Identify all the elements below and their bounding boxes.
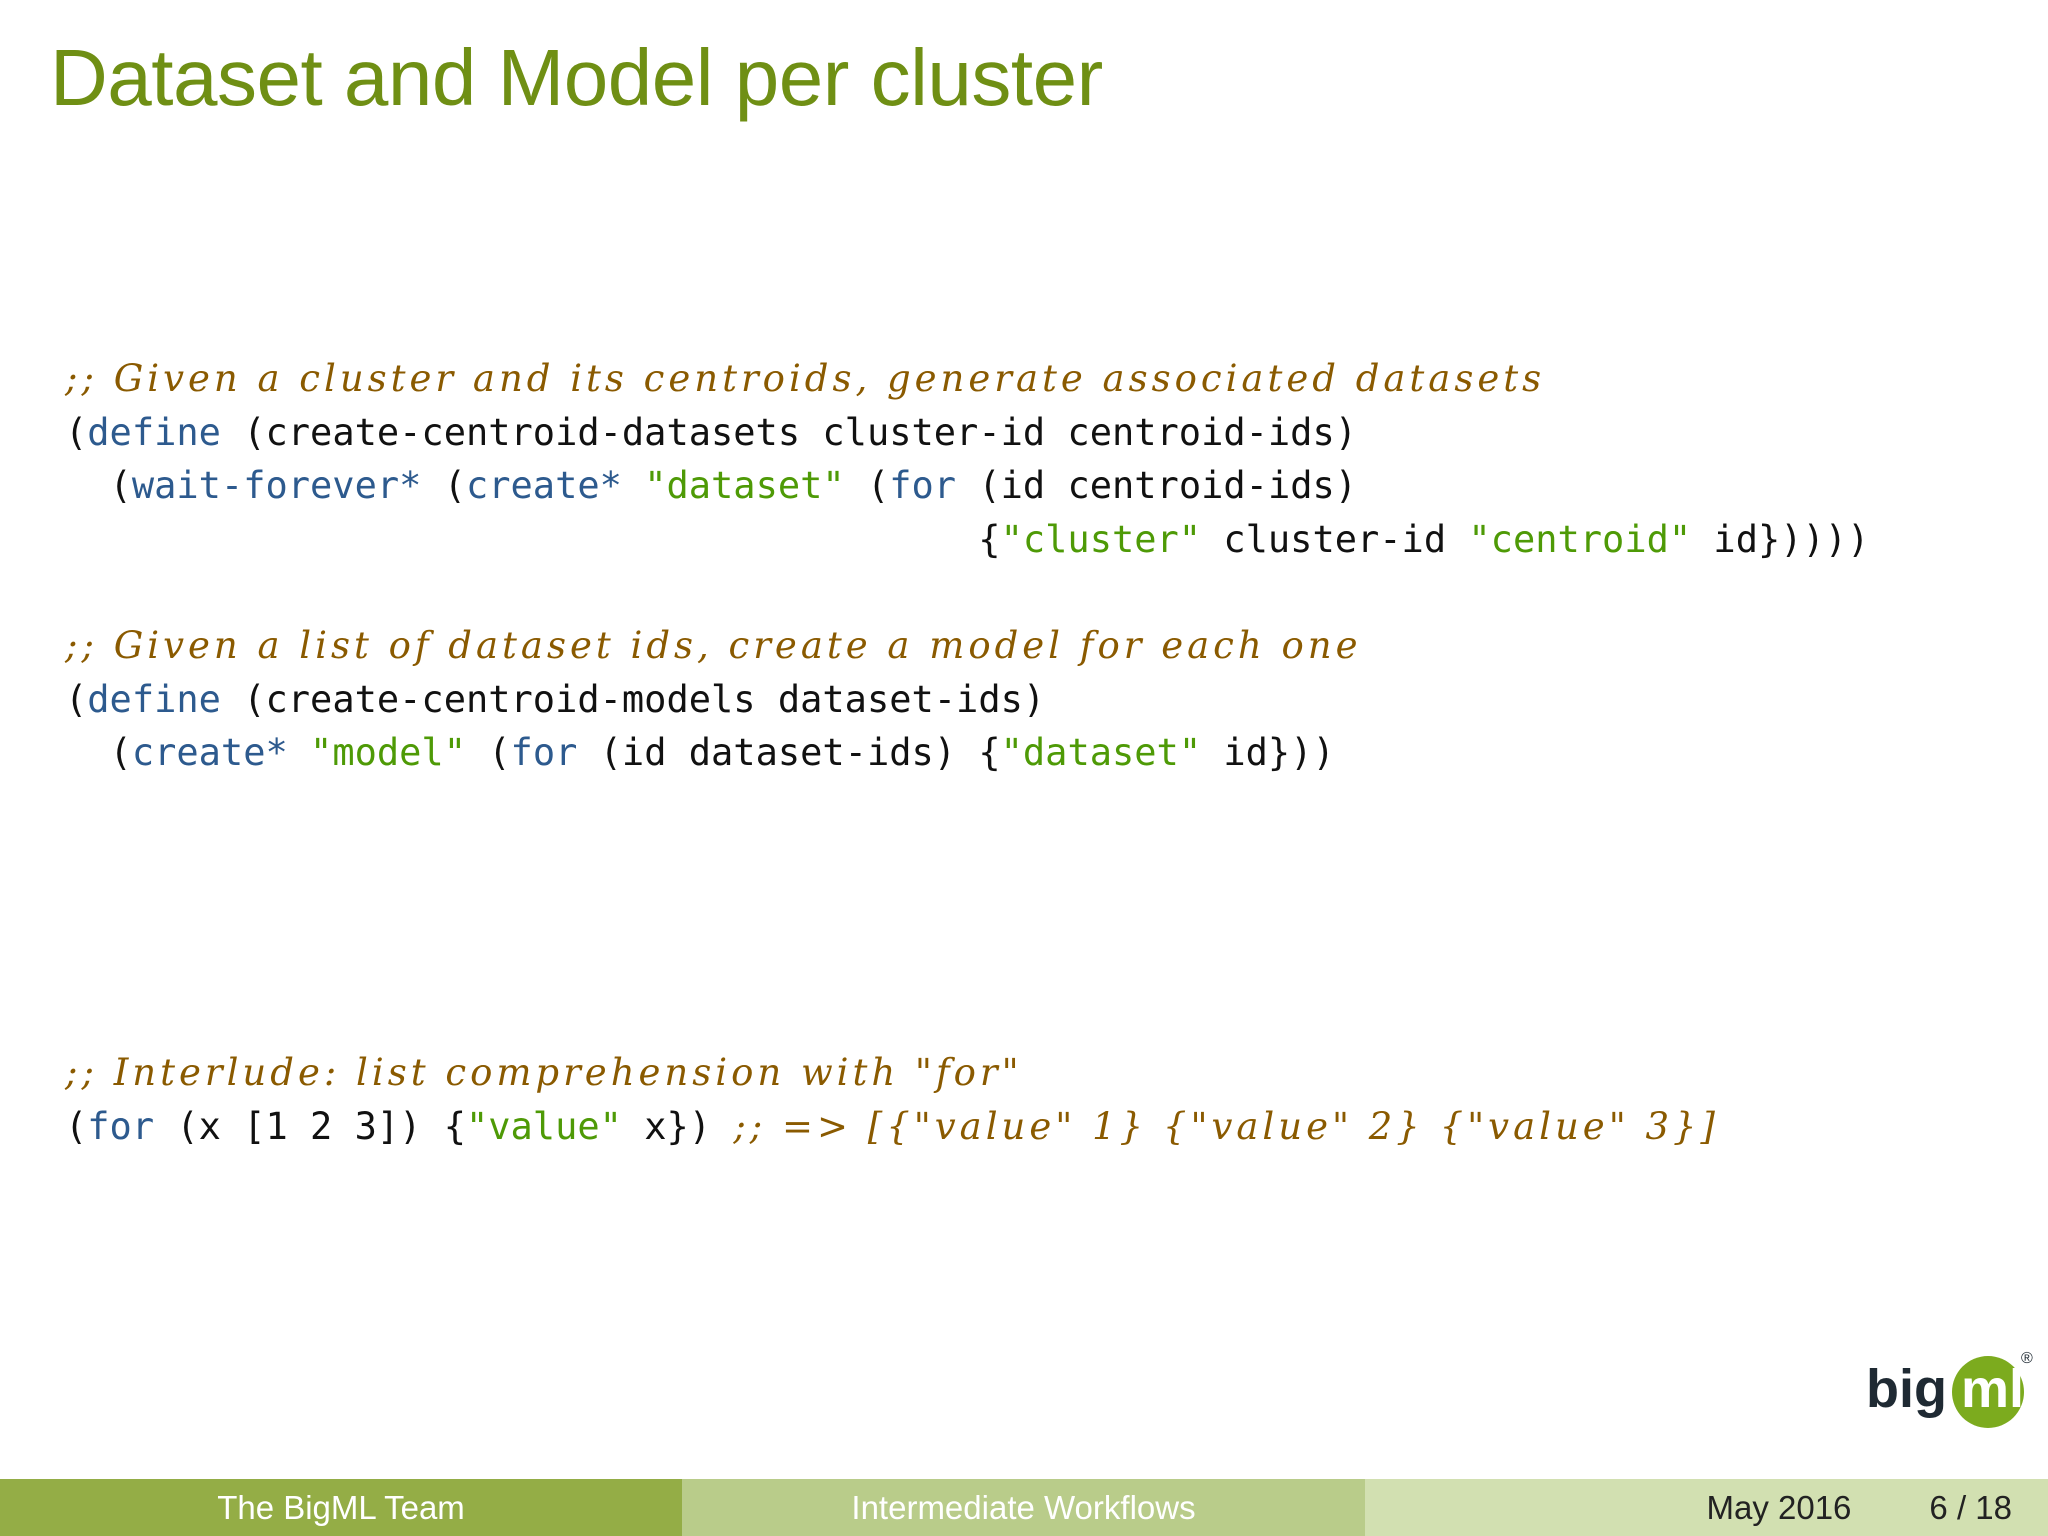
footer-date-page: May 2016 6 / 18 — [1365, 1479, 2048, 1536]
code-keyword: for — [510, 731, 578, 774]
code-block-centroid-models: ;; Given a list of dataset ids, create a… — [65, 619, 1361, 780]
code-keyword: for — [889, 464, 957, 507]
code-keyword: create* — [131, 731, 288, 774]
code-line: ;; Given a list of dataset ids, create a… — [65, 619, 1361, 673]
code-text: x}) — [621, 1104, 734, 1148]
code-text: ( — [421, 464, 466, 507]
code-text: (create-centroid-datasets cluster-id cen… — [220, 410, 1358, 454]
code-text: id})) — [1201, 731, 1335, 774]
code-keyword: define — [87, 410, 221, 454]
logo-text-big: big — [1866, 1359, 1947, 1419]
code-text: (x [1 2 3]) { — [154, 1104, 466, 1148]
code-text: (id centroid-ids) — [956, 464, 1358, 507]
code-block-cluster-datasets: ;; Given a cluster and its centroids, ge… — [65, 352, 1869, 566]
code-keyword: create* — [465, 464, 622, 507]
code-text: ( — [65, 464, 132, 507]
bigml-logo: big ml ® — [1866, 1350, 2033, 1428]
code-text: id})))) — [1691, 517, 1870, 561]
code-string: "dataset" — [644, 464, 845, 507]
code-keyword: for — [87, 1104, 155, 1148]
footer-presentation: Intermediate Workflows — [682, 1479, 1365, 1536]
code-comment: ;; => [{"value" 1} {"value" 2} {"value" … — [733, 1104, 1719, 1148]
footer-date: May 2016 — [1706, 1488, 1852, 1526]
code-text: ( — [65, 731, 132, 774]
code-line: ;; Interlude: list comprehension with "f… — [65, 1046, 1719, 1100]
logo-circle — [1952, 1356, 2024, 1428]
code-comment: ;; Given a list of dataset ids, create a… — [65, 624, 1362, 667]
code-string: "model" — [310, 731, 466, 774]
code-text: ( — [844, 464, 890, 507]
footer-bar: The BigML Team Intermediate Workflows Ma… — [0, 1479, 2048, 1536]
code-string: "centroid" — [1468, 517, 1692, 561]
code-string: "dataset" — [1000, 731, 1202, 774]
logo-text-ml: ml — [1961, 1359, 2024, 1419]
code-text: cluster-id — [1201, 517, 1469, 561]
code-text: (create-centroid-models dataset-ids) — [220, 677, 1046, 721]
code-text: (id dataset-ids) { — [577, 731, 1001, 774]
footer-author: The BigML Team — [0, 1479, 682, 1536]
code-line: (define (create-centroid-models dataset-… — [65, 673, 1361, 727]
code-text — [288, 731, 310, 774]
slide-title: Dataset and Model per cluster — [50, 33, 1103, 122]
code-text: ( — [465, 731, 511, 774]
code-line: {"cluster" cluster-id "centroid" id})))) — [65, 513, 1869, 567]
code-text: ( — [65, 410, 88, 454]
code-keyword: define — [87, 677, 221, 721]
code-string: "cluster" — [1000, 517, 1202, 561]
footer-presentation-text: Intermediate Workflows — [851, 1488, 1196, 1526]
code-line: (for (x [1 2 3]) {"value" x}) ;; => [{"v… — [65, 1100, 1719, 1154]
code-text: ( — [65, 677, 88, 721]
code-string: "value" — [465, 1104, 622, 1148]
code-text: { — [65, 517, 1001, 561]
code-line: (create* "model" (for (id dataset-ids) {… — [65, 726, 1361, 780]
code-text — [622, 464, 644, 507]
registered-mark: ® — [2021, 1350, 2033, 1367]
code-block-interlude: ;; Interlude: list comprehension with "f… — [65, 1046, 1719, 1153]
code-keyword: wait-forever* — [131, 464, 422, 507]
footer-author-text: The BigML Team — [217, 1488, 465, 1526]
page-number: 6 / 18 — [1929, 1488, 2012, 1526]
code-line: (define (create-centroid-datasets cluste… — [65, 406, 1869, 460]
code-line: ;; Given a cluster and its centroids, ge… — [65, 352, 1869, 406]
code-comment: ;; Interlude: list comprehension with "f… — [65, 1051, 1023, 1094]
code-comment: ;; Given a cluster and its centroids, ge… — [65, 357, 1546, 400]
code-line: (wait-forever* (create* "dataset" (for (… — [65, 459, 1869, 513]
code-text: ( — [65, 1104, 88, 1148]
